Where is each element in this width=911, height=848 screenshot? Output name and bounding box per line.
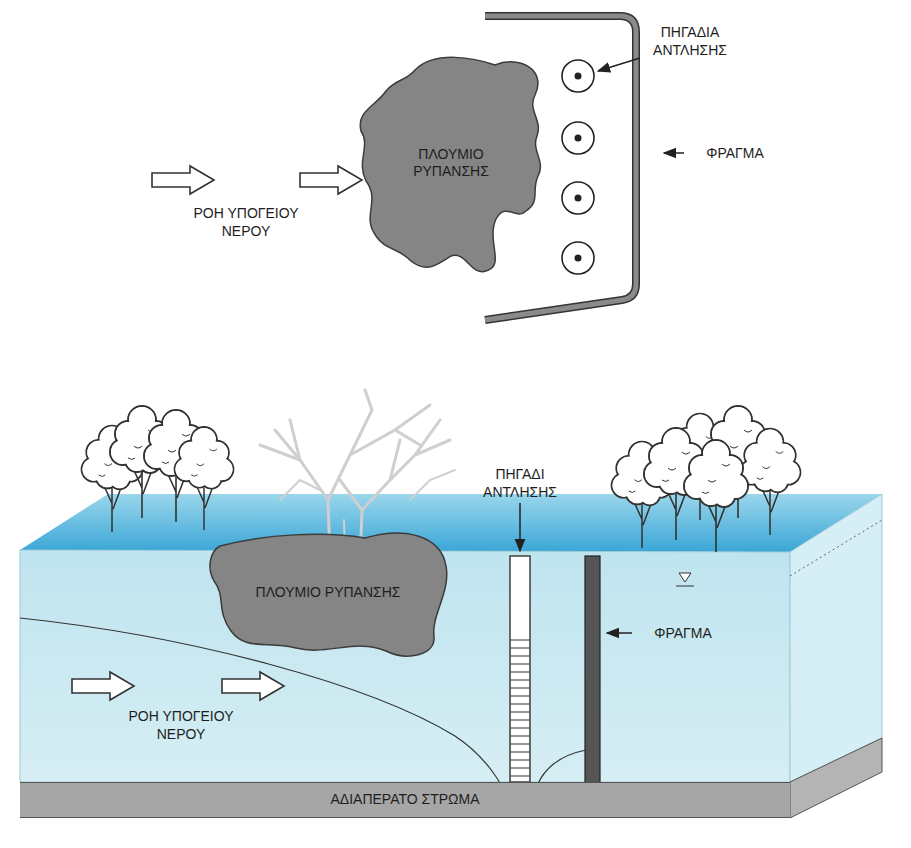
plume-label: ΠΛΟΥΜΙΟ ΡΥΠΑΝΣΗΣ [399,146,503,181]
pumping-well [510,556,530,782]
aquifer-side [790,494,882,782]
impermeable-layer-side [790,738,882,818]
impermeable-layer: ΑΔΙΑΠΕΡΑΤΟ ΣΤΡΩΜΑ [20,782,790,818]
well-symbol [562,60,594,92]
well-screen [510,640,530,776]
barrier-wall [585,556,600,814]
trees-right [612,406,801,552]
tree [175,427,234,530]
pumping-wells-plan [562,60,594,274]
leader-arrow [598,58,640,71]
flow-label: ΡΟΗ ΥΠΟΓΕΙΟΥ ΝΕΡΟΥ [115,708,247,743]
layer-label: ΑΔΙΑΠΕΡΑΤΟ ΣΤΡΩΜΑ [330,791,479,809]
flow-label: ΡΟΗ ΥΠΟΓΕΙΟΥ ΝΕΡΟΥ [180,205,312,240]
flow-arrow [72,672,134,700]
flow-arrows-plan [152,166,362,194]
plume-label: ΠΛΟΥΜΙΟ ΡΥΠΑΝΣΗΣ [256,584,401,602]
well-dot [575,73,582,80]
plume-shape [360,57,540,271]
well-dot [575,195,582,202]
flow-arrow [152,166,214,194]
barrier-label: ΦΡΑΓΜΑ [690,145,780,163]
plume-shape [210,533,447,656]
well-dot [575,255,582,262]
tree [684,440,748,552]
flow-arrow [222,672,284,700]
water-table-side [790,520,882,576]
barrier-label: ΦΡΑΓΜΑ [638,625,728,643]
pollution-plume: ΠΛΟΥΜΙΟ ΡΥΠΑΝΣΗΣ [205,526,451,660]
flow-arrow [300,166,362,194]
well-symbol [562,242,594,274]
leader-arrow [664,152,684,154]
trees-left [82,406,234,532]
ground-surface [20,494,882,552]
water-table-symbol [676,586,694,587]
well-dot [575,135,582,142]
well-label: ΠΗΓΑΔΙ ΑΝΤΛΗΣΗΣ [470,466,570,501]
well-symbol [562,122,594,154]
leader-arrow [607,632,632,634]
flow-arrows-section [72,672,284,700]
well-label: ΠΗΓΑΔΙΑ ΑΝΤΛΗΣΗΣ [640,24,740,59]
tree [740,429,801,535]
well-symbol [562,182,594,214]
water-table-symbol [679,573,691,582]
pollution-plume: ΠΛΟΥΜΙΟ ΡΥΠΑΝΣΗΣ [355,50,547,276]
leader-arrow [519,503,521,551]
